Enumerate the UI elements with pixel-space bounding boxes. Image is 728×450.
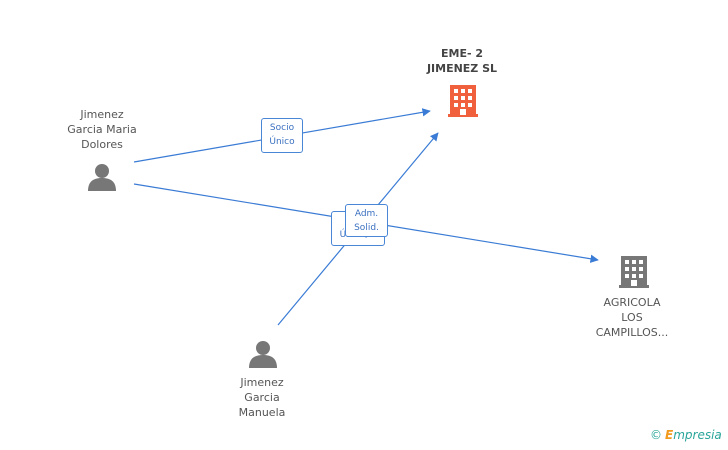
label-line: Garcia Maria	[67, 123, 137, 136]
empresia-watermark: ©Empresia	[650, 428, 722, 442]
label-line: EME- 2	[440, 47, 484, 60]
company-agricola-label[interactable]: AGRICOLA LOS CAMPILLOS...	[580, 295, 684, 340]
person-icon[interactable]	[249, 341, 277, 368]
edge-label-socio-unico[interactable]: Socio Único	[261, 118, 303, 153]
label-line: AGRICOLA	[603, 296, 661, 309]
person-dolores-label[interactable]: Jimenez Garcia Maria Dolores	[50, 107, 154, 152]
person-manuela-label[interactable]: Jimenez Garcia Manuela	[210, 375, 314, 420]
edge-label-line: Solid.	[354, 223, 379, 233]
label-line: Garcia	[244, 391, 280, 404]
label-line: Dolores	[81, 138, 123, 151]
label-line: LOS	[621, 311, 643, 324]
edge-label-line: Adm.	[354, 209, 379, 219]
edge-label-line: Único	[269, 137, 295, 147]
label-line: CAMPILLOS...	[595, 326, 669, 339]
company-eme2-label[interactable]: EME- 2 JIMENEZ SL	[400, 46, 524, 76]
label-line: JIMENEZ SL	[426, 62, 498, 75]
brand-name: mpresia	[673, 428, 722, 442]
edge-label-line: Socio	[269, 123, 295, 133]
copyright-symbol: ©	[650, 428, 662, 442]
building-icon[interactable]	[619, 256, 649, 288]
building-icon[interactable]	[448, 85, 478, 117]
label-line: Jimenez	[240, 376, 284, 389]
label-line: Jimenez	[80, 108, 124, 121]
brand-initial: E	[665, 428, 674, 442]
edge-label-adm-solid[interactable]: Adm. Solid.	[345, 204, 388, 237]
person-icon[interactable]	[88, 164, 116, 191]
label-line: Manuela	[238, 406, 286, 419]
